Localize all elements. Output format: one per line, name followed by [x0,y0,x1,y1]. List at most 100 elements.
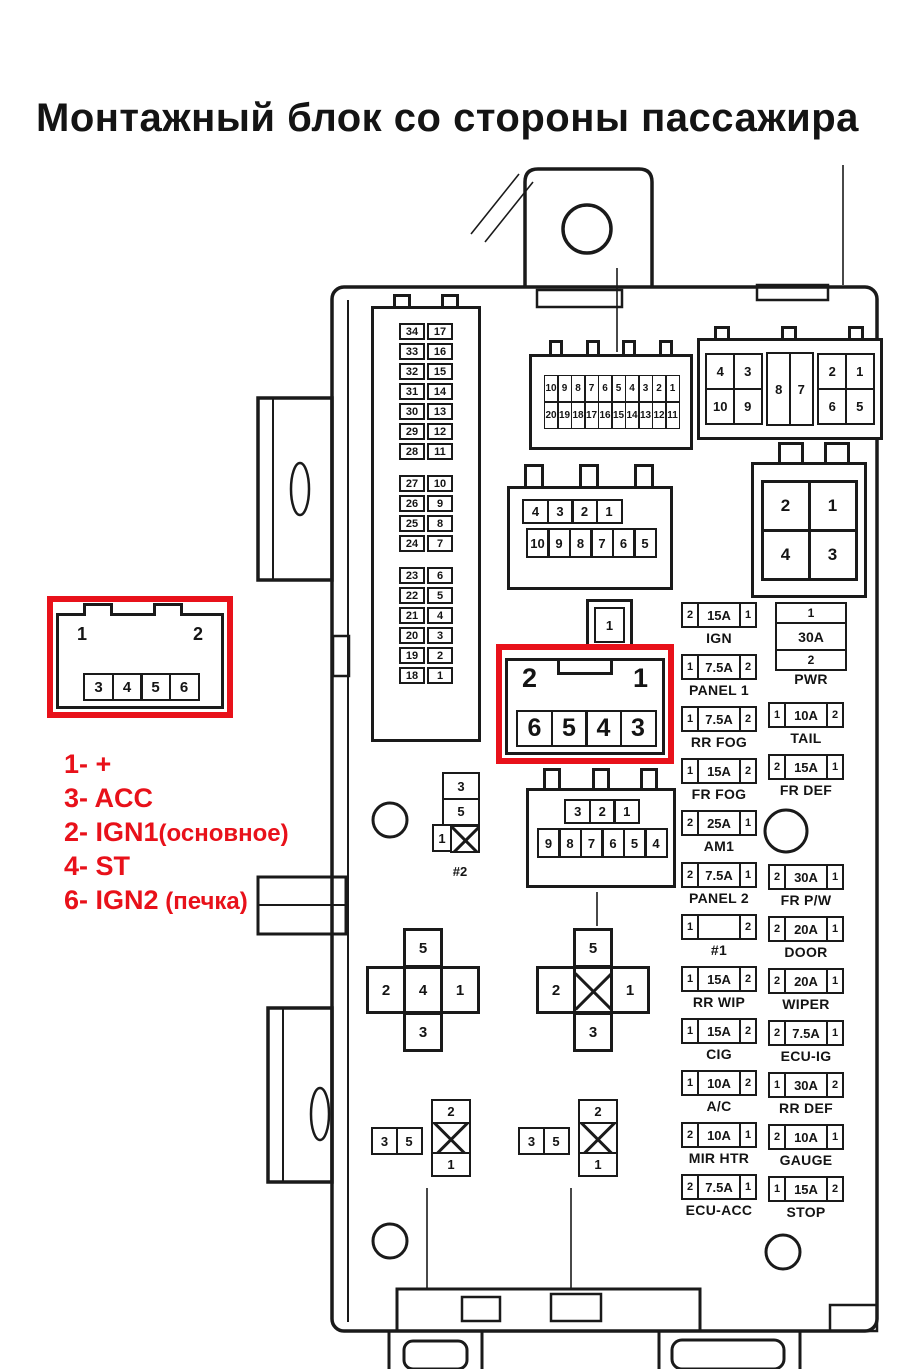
connector-notch [557,661,613,675]
pin-cell: 5 [622,828,647,858]
pin-cell: 25 [399,515,425,532]
fuse: 1 2 #1 [681,914,757,966]
relay-cross-left: 5 2 4 1 3 [366,928,480,1054]
left-bracket-upper [256,396,334,582]
pin-cell: 28 [399,443,425,460]
pin-cell: 1 [594,607,625,643]
connector-tooth [714,326,730,340]
pin-cell: 2 [817,353,848,391]
fuse-pin: 1 [744,817,752,829]
page-title: Монтажный блок со стороны пассажира [36,96,859,140]
legend-note: (печка) [158,888,248,915]
connector-mid-right-4pin: 2 1 4 3 [751,462,867,598]
pin-number: 1 [632,663,648,693]
fuse-rating: 15A [697,1020,741,1042]
fuse: 1 15A 2 CIG [681,1018,757,1070]
fuse-rating [697,916,741,938]
pin-row: 25 8 [374,515,478,532]
relay-pin: 3 [403,1012,443,1052]
connector-tooth [393,294,411,308]
pin-cell: 15 [611,401,626,430]
fuse: 2 20A 1 WIPER [768,968,844,1020]
connector-teeth [543,768,658,790]
pin-row: 4 3 [760,528,858,581]
relay-pin: 5 [573,928,613,968]
connector-tooth [591,768,610,790]
pin-row: 24 7 [374,535,478,552]
pin-row: 26 9 [374,495,478,512]
pin-row: 33 16 [374,343,478,360]
fuse-body: 2 25A 1 [681,810,757,836]
pin-cell: 18 [570,401,586,430]
pin-cell: 33 [399,343,425,360]
fuse-pin: 1 [744,609,752,621]
pin-cell: 9 [557,374,572,403]
pin-row: 21 4 [374,607,478,624]
pin-cell: 8 [427,515,453,532]
connector-teeth [778,442,850,464]
pin-row: 27 10 [374,475,478,492]
hole [371,1222,409,1260]
bottom-socket [395,1287,702,1333]
pin-number: 2 [522,663,538,693]
fuse-pin: 1 [744,1181,752,1193]
pin-cell: 31 [399,383,425,400]
pin-block: 2 1 4 3 [760,479,858,581]
pin-block-right: 2 1 6 5 [817,353,875,425]
fuse-label: DOOR [784,944,828,960]
fuse-body: 2 10A 1 [681,1122,757,1148]
fuse-label: PWR [794,670,828,687]
pin-cell: 12 [651,401,667,430]
pin-cell: 2 [651,374,667,403]
pin-cell: 5 [633,528,657,558]
fuse-body: 1 7.5A 2 [681,654,757,680]
fuse-column-left: 2 15A 1 IGN 1 7.5A 2 PANEL 1 1 7.5A 2 RR… [681,602,757,1226]
fuse-pin: 1 [744,869,752,881]
fuse-pin: 1 [686,1077,694,1089]
legend-line: 4- ST [64,850,289,884]
fuse: 1 10A 2 TAIL [768,702,844,754]
fuse: 2 10A 1 MIR HTR [681,1122,757,1174]
relay-pin: 5 [542,1127,570,1155]
fuse: 2 25A 1 AM1 [681,810,757,862]
legend-pin: 3- ACC [64,783,154,813]
fuse-pin: 1 [686,1025,694,1037]
fuse-body: 2 30A 1 [768,864,844,890]
pin-cell: 8 [766,352,792,426]
legend-pin: 2- IGN1 [64,817,159,847]
relay-coil-icon [573,966,613,1014]
pin-cell: 19 [399,647,425,664]
relay-cross-right: 5 2 1 3 [536,928,650,1054]
pin-cell: 20 [399,627,425,644]
pin-cell: 5 [550,710,588,747]
pin-cell: 5 [611,374,626,403]
relay-pin: 1 [432,824,452,852]
pin-group: 23 6 22 5 21 4 20 3 19 2 18 1 [374,567,478,684]
fuse-body: 2 7.5A 1 [681,1174,757,1200]
fuse-body: 1 15A 2 [681,966,757,992]
fuse-rating: 15A [784,756,828,778]
fuse-label: FR DEF [779,782,833,798]
pin-cell: 24 [399,535,425,552]
fuse-rating: 10A [697,1072,741,1094]
fuse: 2 20A 1 DOOR [768,916,844,968]
pin-cell: 12 [427,423,453,440]
fuse-pin: 2 [831,1183,839,1195]
pin-cell: 1 [844,353,875,391]
leader-lines [426,165,844,1289]
pin-number: 1 [77,624,88,644]
pin-cell: 1 [427,667,453,684]
pin-row: 34 17 [374,323,478,340]
hole [763,808,809,854]
relay-pin: 3 [518,1127,545,1155]
fuse: 2 7.5A 1 ECU-ACC [681,1174,757,1226]
fuse-rating: 7.5A [697,708,741,730]
fuse: 2 15A 1 FR DEF [768,754,844,806]
fuse-pin: 1 [744,1129,752,1141]
